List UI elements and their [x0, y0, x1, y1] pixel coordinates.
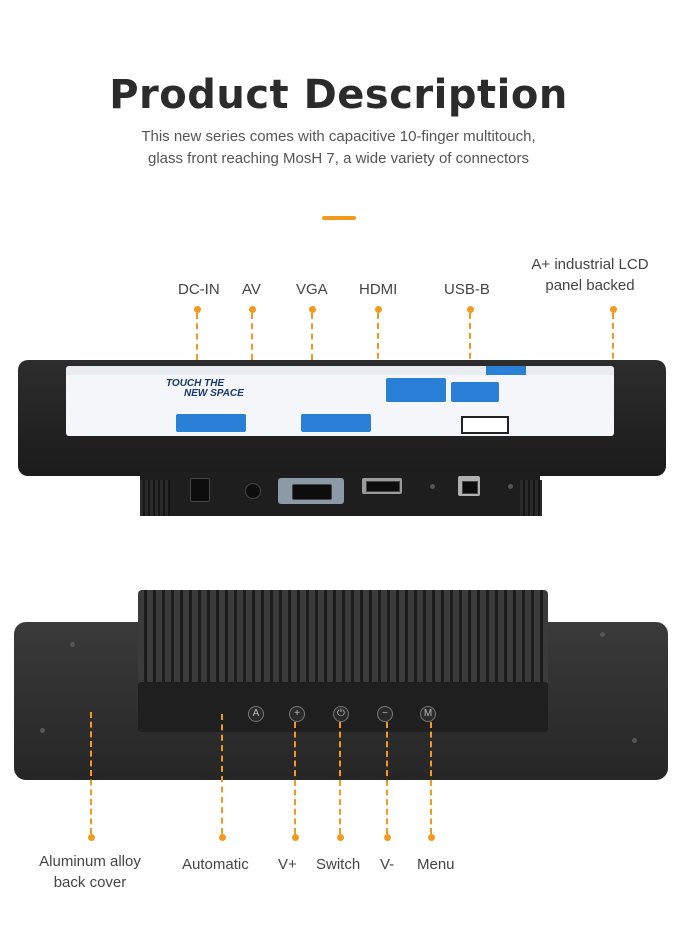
io-fins-left: [140, 480, 170, 516]
page-title: Product Description: [109, 72, 568, 118]
io-screw-right: [508, 484, 513, 489]
label-av: AV: [242, 281, 261, 298]
subtitle-line-1: This new series comes with capacitive 10…: [141, 128, 536, 145]
page-subtitle: This new series comes with capacitive 10…: [0, 126, 677, 170]
screen-image-tile-2: [301, 414, 371, 432]
label-lcd-panel: A+ industrial LCD panel backed: [520, 254, 660, 296]
callout-dot-lcd: [610, 306, 617, 313]
label-hdmi: HDMI: [359, 281, 398, 298]
io-screw-left: [430, 484, 435, 489]
callout-line-v-plus: [294, 722, 296, 834]
automatic-button[interactable]: A: [248, 706, 264, 722]
menu-button[interactable]: M: [420, 706, 436, 722]
callout-dot-dc-in: [194, 306, 201, 313]
accent-divider: [322, 216, 356, 220]
label-vga: VGA: [296, 281, 328, 298]
subtitle-line-2: glass front reaching MosH 7, a wide vari…: [147, 150, 529, 167]
volume-up-button[interactable]: +: [289, 706, 305, 722]
back-screw-4: [632, 738, 637, 743]
callout-line-switch: [339, 722, 341, 834]
callout-line-v-minus: [386, 722, 388, 834]
label-lcd-line-2: panel backed: [545, 277, 635, 294]
screen-image-laptop: [451, 382, 499, 402]
hdmi-port-socket: [366, 481, 400, 492]
label-aluminum-alloy: Aluminum alloy back cover: [24, 851, 156, 893]
vga-port-socket: [292, 484, 332, 500]
screen-image-tile-1: [176, 414, 246, 432]
label-automatic: Automatic: [182, 856, 249, 873]
callout-dot-av: [249, 306, 256, 313]
screen-image-monitor: [386, 378, 446, 402]
label-lcd-line-1: A+ industrial LCD: [531, 256, 649, 273]
callout-dot-switch: [337, 834, 344, 841]
label-menu: Menu: [417, 856, 455, 873]
label-v-plus: V+: [278, 856, 297, 873]
av-port: [245, 483, 261, 499]
callout-dot-automatic: [219, 834, 226, 841]
callout-line-menu: [430, 722, 432, 834]
heatsink-fins: [138, 590, 548, 686]
callout-dot-hdmi: [375, 306, 382, 313]
usb-b-port-socket: [462, 481, 478, 494]
screen-headline-2: NEW SPACE: [184, 388, 244, 399]
io-fins-right: [520, 480, 542, 516]
callout-dot-v-minus: [384, 834, 391, 841]
callout-line-alloy: [90, 712, 92, 834]
screen-nav-highlight: [486, 366, 526, 375]
back-screw-3: [40, 728, 45, 733]
label-usb-b: USB-B: [444, 281, 490, 298]
screen-headline-1: TOUCH THE: [166, 378, 225, 389]
label-v-minus: V-: [380, 856, 395, 873]
screen-nav-bar: [66, 366, 614, 375]
screen-image-tile-3: [461, 416, 509, 434]
back-screw-2: [600, 632, 605, 637]
label-alloy-line-1: Aluminum alloy: [39, 853, 141, 870]
volume-down-button[interactable]: −: [377, 706, 393, 722]
label-alloy-line-2: back cover: [53, 874, 127, 891]
callout-line-automatic: [221, 714, 223, 834]
lcd-screen: TOUCH THE NEW SPACE: [66, 366, 614, 436]
dc-in-port: [190, 478, 210, 502]
back-screw-1: [70, 642, 75, 647]
label-dc-in: DC-IN: [178, 281, 220, 298]
label-switch: Switch: [316, 856, 361, 873]
callout-dot-alloy: [88, 834, 95, 841]
callout-dot-menu: [428, 834, 435, 841]
power-switch-button[interactable]: ⏻: [333, 706, 349, 722]
callout-dot-v-plus: [292, 834, 299, 841]
callout-dot-usb-b: [467, 306, 474, 313]
callout-dot-vga: [309, 306, 316, 313]
